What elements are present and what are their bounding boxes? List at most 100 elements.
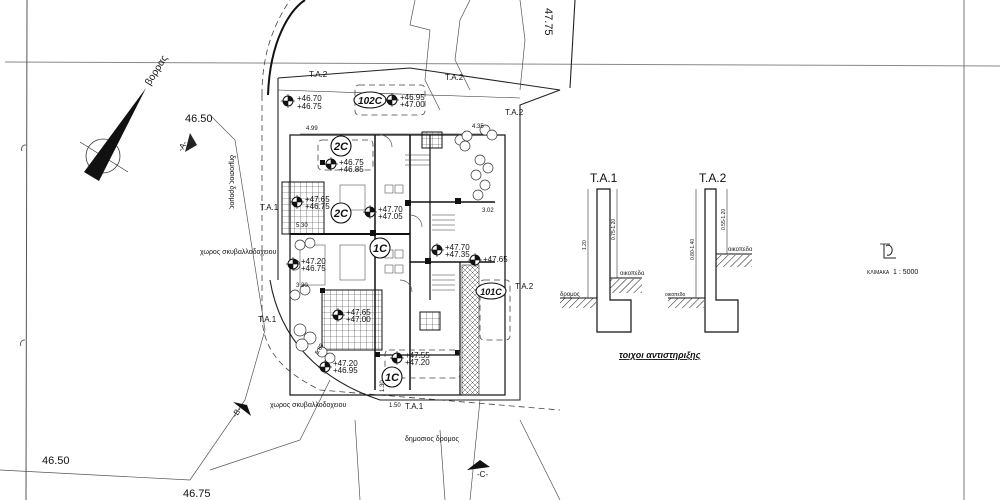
section-title: T.A.1 bbox=[590, 171, 618, 185]
level-marker: +46.70 +46.75 bbox=[280, 93, 322, 111]
section-ta2: T.A.2 0.80-1.40 0.55-1.20 οικοπεδο οικοπ… bbox=[665, 171, 753, 333]
svg-text:T.A.2: T.A.2 bbox=[515, 282, 534, 291]
section-arrow-icon bbox=[185, 133, 197, 152]
svg-text:T.A.2: T.A.2 bbox=[309, 70, 328, 79]
north-arrow-icon bbox=[84, 88, 146, 181]
svg-text:T.A.2: T.A.2 bbox=[505, 108, 524, 117]
svg-text:1C: 1C bbox=[385, 372, 400, 384]
scale-value: 1 : 5000 bbox=[893, 269, 918, 276]
street-label-south: δημοσιος δρομος bbox=[405, 436, 460, 443]
svg-text:+47.65: +47.65 bbox=[483, 255, 508, 264]
unit-tag: 1C bbox=[381, 366, 403, 388]
svg-text:+46.75: +46.75 bbox=[297, 102, 322, 111]
svg-text:+46.75: +46.75 bbox=[301, 264, 326, 273]
svg-text:T.A.1: T.A.1 bbox=[258, 315, 277, 324]
svg-text:0.75-1.20: 0.75-1.20 bbox=[611, 219, 617, 240]
scale-label: ΚΛΙΜΑΚΑ bbox=[867, 270, 890, 276]
svg-text:+47.20: +47.20 bbox=[333, 359, 358, 368]
svg-text:0.55-1.20: 0.55-1.20 bbox=[721, 209, 727, 230]
section-title: T.A.2 bbox=[699, 171, 727, 185]
level-marker: +47.65 +46.75 bbox=[289, 194, 330, 211]
level-marker: +47.65 +47.00 bbox=[330, 307, 371, 324]
svg-text:0.80-1.40: 0.80-1.40 bbox=[690, 239, 696, 260]
level-marker: +47.20 +46.75 bbox=[285, 256, 326, 273]
svg-text:+47.00: +47.00 bbox=[400, 100, 425, 109]
level-marker: +46.75 +46.85 bbox=[323, 156, 364, 174]
svg-text:δρομος: δρομος bbox=[560, 292, 580, 298]
level-icon bbox=[389, 350, 405, 366]
svg-text:5.30: 5.30 bbox=[296, 223, 308, 229]
svg-text:102C: 102C bbox=[358, 96, 383, 107]
terrace bbox=[281, 181, 325, 235]
level-marker: +47.65 bbox=[467, 252, 508, 268]
unit-tag: 101C bbox=[475, 282, 507, 300]
level-marker: +47.70 +47.05 bbox=[362, 204, 403, 221]
svg-text:-C-: -C- bbox=[477, 470, 488, 479]
svg-text:+46.95: +46.95 bbox=[400, 93, 425, 102]
dimension-labels: 4.99 4.35 3.02 5.30 1.50 1.30 3.30 5.89 bbox=[296, 124, 494, 409]
level-icon bbox=[323, 156, 339, 172]
contour-label: 47.75 bbox=[542, 8, 554, 36]
svg-text:T.A.2: T.A.2 bbox=[445, 73, 464, 82]
svg-text:1.30: 1.30 bbox=[380, 380, 386, 392]
section-arrow-icon bbox=[233, 402, 251, 416]
svg-text:οικοπεδο: οικοπεδο bbox=[665, 292, 686, 298]
svg-text:οικοπεδο: οικοπεδο bbox=[620, 271, 645, 277]
contour-label: 46.75 bbox=[183, 488, 211, 500]
svg-text:+47.05: +47.05 bbox=[378, 212, 403, 221]
unit-tag: 2C bbox=[330, 135, 352, 157]
svg-text:+46.95: +46.95 bbox=[333, 366, 358, 375]
terrace bbox=[321, 289, 383, 351]
level-marker: +47.20 +46.95 bbox=[317, 359, 358, 375]
level-marker: +46.95 +47.00 bbox=[384, 92, 425, 109]
svg-text:4.99: 4.99 bbox=[306, 126, 318, 132]
waste-area-label: χωρος σκυβαλλοδοχειου bbox=[200, 249, 276, 256]
svg-text:+47.70: +47.70 bbox=[378, 205, 403, 214]
level-icon bbox=[384, 92, 400, 108]
north-label: βορρας bbox=[143, 53, 170, 87]
svg-text:+46.70: +46.70 bbox=[297, 94, 322, 103]
svg-text:101C: 101C bbox=[480, 287, 502, 297]
building-footprint bbox=[281, 131, 506, 396]
svg-text:2C: 2C bbox=[333, 141, 349, 153]
level-marker: +47.70 +47.35 bbox=[429, 242, 470, 259]
level-icon bbox=[280, 93, 296, 109]
legend-title: τοιχοι αντιστηριξης bbox=[619, 350, 701, 360]
svg-text:+47.35: +47.35 bbox=[445, 250, 470, 259]
section-marker-c: -C- bbox=[467, 460, 490, 479]
level-icon bbox=[429, 242, 445, 258]
contour-label: 46.50 bbox=[185, 113, 213, 125]
sheet-frame bbox=[4, 0, 1000, 500]
svg-text:1.20: 1.20 bbox=[582, 240, 588, 250]
street-label-west: δημοσιος δρομος bbox=[228, 155, 235, 210]
svg-text:1C: 1C bbox=[373, 243, 388, 255]
scale-symbol-icon bbox=[883, 244, 896, 259]
garden-shrubs bbox=[289, 124, 498, 364]
section-marker-b: -B- bbox=[230, 402, 251, 419]
svg-text:+47.65: +47.65 bbox=[346, 308, 371, 317]
svg-text:3.02: 3.02 bbox=[482, 208, 494, 214]
section-marker-a: -A- bbox=[176, 133, 197, 153]
svg-text:+47.00: +47.00 bbox=[346, 315, 371, 324]
wall-tag-labels: T.A.2 T.A.2 T.A.2 T.A.2 T.A.1 T.A.1 T.A.… bbox=[258, 70, 534, 411]
scale-block: ΚΛΙΜΑΚΑ 1 : 5000 bbox=[867, 243, 918, 276]
svg-text:T.A.1: T.A.1 bbox=[405, 402, 424, 411]
svg-text:1.50: 1.50 bbox=[389, 403, 401, 409]
svg-text:+47.20: +47.20 bbox=[405, 358, 430, 367]
unit-tag: 2C bbox=[330, 202, 352, 224]
svg-text:+47.65: +47.65 bbox=[305, 195, 330, 204]
svg-text:+47.20: +47.20 bbox=[301, 257, 326, 266]
contour-lines bbox=[0, 0, 576, 500]
svg-text:5.89: 5.89 bbox=[315, 342, 326, 356]
svg-text:2C: 2C bbox=[333, 208, 349, 220]
waste-area-label: χωρος σκυβαλλοδοχειου bbox=[270, 402, 346, 409]
svg-text:4.35: 4.35 bbox=[472, 124, 484, 130]
level-marker: +47.55 +47.20 bbox=[389, 350, 430, 367]
svg-text:οικοπεδο: οικοπεδο bbox=[728, 247, 753, 253]
contour-label: 46.50 bbox=[42, 455, 70, 467]
svg-text:+47.70: +47.70 bbox=[445, 243, 470, 252]
svg-text:T.A.1: T.A.1 bbox=[260, 203, 279, 212]
section-arrow-icon bbox=[467, 460, 490, 470]
unit-tag: 102C bbox=[353, 91, 387, 109]
